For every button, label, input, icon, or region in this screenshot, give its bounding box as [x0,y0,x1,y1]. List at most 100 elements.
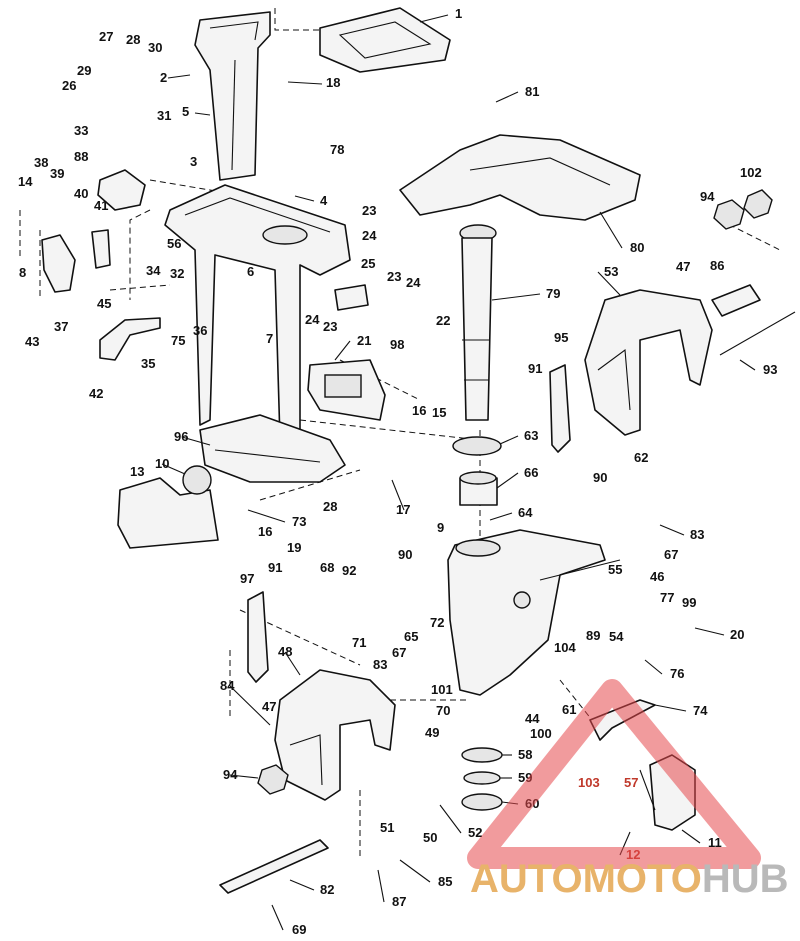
part-number-label: 98 [390,337,404,352]
part-rings-stack [461,747,503,811]
part-number-label: 43 [25,334,39,349]
part-number-label: 85 [438,874,452,889]
part-number-label: 13 [130,464,144,479]
part-number-label: 8 [19,265,26,280]
part-number-label: 54 [609,629,624,644]
part-number-label: 36 [193,323,207,338]
part-number-label: 41 [94,198,108,213]
part-number-label: 2 [160,70,167,85]
part-number-label: 71 [352,635,366,650]
part-number-label: 63 [524,428,538,443]
part-number-label: 39 [50,166,64,181]
part-number-label: 7 [266,331,273,346]
part-number-label: 27 [99,29,113,44]
part-number-label: 17 [396,502,410,517]
part-number-label: 23 [362,203,376,218]
part-number-label: 51 [380,820,394,835]
part-number-label: 58 [518,747,532,762]
part-number-label: 47 [676,259,690,274]
part-number-label: 84 [220,678,235,693]
part-number-label: 9 [437,520,444,535]
part-lower-pan [199,414,346,483]
leader-lines [161,14,756,931]
part-number-label: 100 [530,726,552,741]
part-steering-shaft [461,237,493,421]
part-number-label: 78 [330,142,344,157]
part-45 [91,229,111,269]
part-number-label: 90 [593,470,607,485]
part-tilt-rod [711,284,796,356]
part-number-label: 62 [634,450,648,465]
part-number-label: 47 [262,699,276,714]
part-number-label: 56 [167,236,181,251]
part-number-label: 1 [455,6,462,21]
part-midsection [164,184,351,441]
part-number-label: 6 [247,264,254,279]
part-labels: 1234567891011121314151616171819202122232… [18,6,777,937]
part-number-label: 4 [320,193,328,208]
part-number-label: 86 [710,258,724,273]
part-number-label: 18 [326,75,340,90]
part-number-label: 104 [554,640,576,655]
part-number-label: 55 [608,562,622,577]
part-number-label: 76 [670,666,684,681]
part-number-label: 25 [361,256,375,271]
part-number-label: 83 [373,657,387,672]
part-number-label: 101 [431,682,453,697]
part-number-label: 81 [525,84,539,99]
part-number-label: 52 [468,825,482,840]
part-number-label: 29 [77,63,91,78]
part-number-label: 64 [518,505,533,520]
part-number-label: 95 [554,330,568,345]
part-number-label: 61 [562,702,576,717]
part-number-label: 31 [157,108,171,123]
part-number-label: 23 [323,319,337,334]
part-number-label: 32 [170,266,184,281]
part-number-label: 14 [18,174,33,189]
part-number-label: 11 [708,835,722,850]
part-number-label: 66 [524,465,538,480]
part-number-label: 40 [74,186,88,201]
part-number-label: 24 [305,312,320,327]
part-number-label: 24 [362,228,377,243]
part-number-label: 73 [292,514,306,529]
part-number-label: 103 [578,775,600,790]
part-number-label: 88 [74,149,88,164]
part-number-label: 37 [54,319,68,334]
part-number-label: 21 [357,333,371,348]
part-88 [97,169,146,211]
part-spool [334,284,369,311]
part-bar [219,839,329,894]
part-number-label: 38 [34,155,48,170]
part-number-label: 42 [89,386,103,401]
part-number-label: 69 [292,922,306,937]
part-exhaust-housing [194,11,271,181]
part-number-label: 97 [240,571,254,586]
part-clamp-bracket-right [584,289,713,436]
part-swivel-top [399,134,641,242]
part-number-label: 16 [258,524,272,539]
part-number-label: 67 [664,547,678,562]
part-37 [41,234,76,293]
part-number-label: 67 [392,645,406,660]
part-35 [99,317,161,361]
part-number-label: 91 [268,560,282,575]
part-number-label: 89 [586,628,600,643]
part-number-label: 44 [525,711,540,726]
part-bearing-ring [452,436,502,506]
watermark-logo: AUTOMOTOHUB [467,679,789,901]
part-number-label: 94 [223,767,238,782]
part-number-label: 92 [342,563,356,578]
part-number-label: 20 [730,627,744,642]
part-number-label: 26 [62,78,76,93]
assembly-guide-lines [19,8,781,860]
part-number-label: 75 [171,333,185,348]
part-number-label: 99 [682,595,696,610]
part-number-label: 82 [320,882,334,897]
part-number-label: 28 [126,32,140,47]
part-number-label: 93 [763,362,777,377]
part-number-label: 46 [650,569,664,584]
part-swivel-bracket [447,529,621,696]
part-cover [117,465,219,549]
